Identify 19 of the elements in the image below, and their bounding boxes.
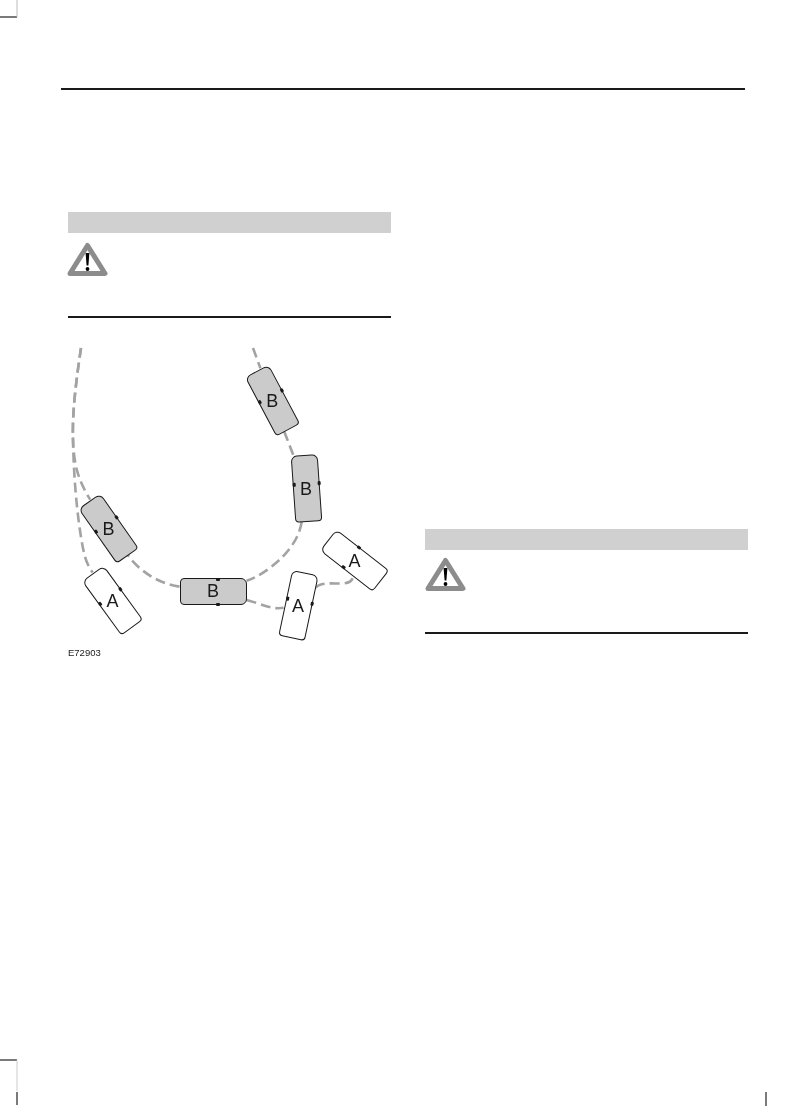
car-letter: B <box>102 519 114 537</box>
car-letter: A <box>348 551 360 569</box>
car-letter: B <box>207 582 219 600</box>
dashed-path <box>126 554 180 588</box>
car-letter: A <box>106 591 118 609</box>
car-outline <box>290 453 322 523</box>
dashed-path <box>251 347 262 369</box>
car-letter: B <box>266 391 278 409</box>
dashed-path <box>246 598 284 610</box>
figure-code: E72903 <box>68 647 101 658</box>
dashed-path <box>246 521 303 582</box>
dashed-path <box>71 347 94 574</box>
car-outline <box>179 577 247 605</box>
heading-bar <box>68 212 391 233</box>
car-letter: B <box>300 479 312 497</box>
dashed-path <box>314 575 355 589</box>
heading-bar <box>425 529 748 550</box>
dashed-path <box>283 431 295 456</box>
car-letter: A <box>292 596 304 614</box>
